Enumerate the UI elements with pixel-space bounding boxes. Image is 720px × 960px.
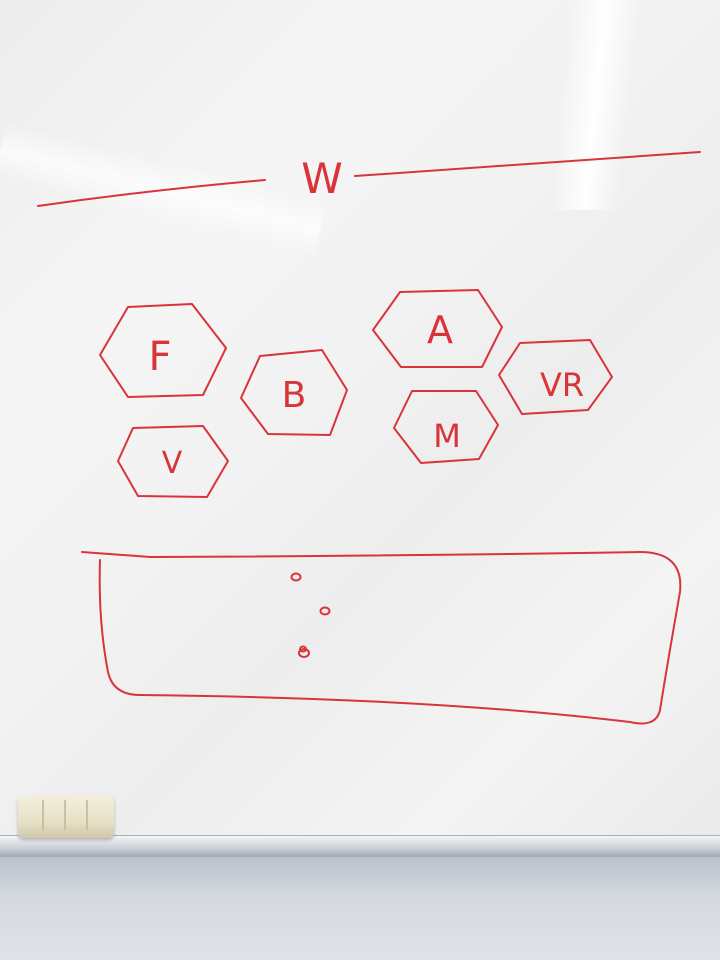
bullet-dot: [319, 606, 331, 616]
hexagon-v: V: [117, 425, 229, 498]
hexagon-f: F: [99, 303, 227, 398]
bullet-dot: [290, 572, 302, 582]
hexagon-m: M: [393, 390, 499, 464]
hexagon-label: M: [433, 417, 461, 455]
wall: [0, 857, 720, 960]
bullet-dot: [298, 648, 310, 658]
whiteboard-drawing: W F B V A M VR: [37, 151, 701, 725]
hexagon-b: B: [240, 349, 348, 436]
bullet-dots: [290, 572, 331, 658]
whiteboard: [0, 0, 720, 850]
marker-tray: [0, 835, 720, 858]
board-title: W: [301, 154, 343, 203]
rounded-rectangle: [81, 551, 682, 725]
hexagon-label: B: [282, 375, 307, 416]
whiteboard-eraser[interactable]: [18, 796, 114, 838]
title-underline-right: [354, 151, 701, 177]
title-underline-left: [37, 179, 266, 207]
hexagon-label: V: [162, 446, 183, 481]
hexagon-label: F: [148, 334, 171, 380]
hexagon-label: VR: [540, 366, 584, 404]
hexagon-vr: VR: [498, 339, 613, 415]
hexagon-label: A: [427, 308, 453, 352]
hexagon-a: A: [372, 289, 503, 368]
bullet-dot: [299, 645, 307, 653]
